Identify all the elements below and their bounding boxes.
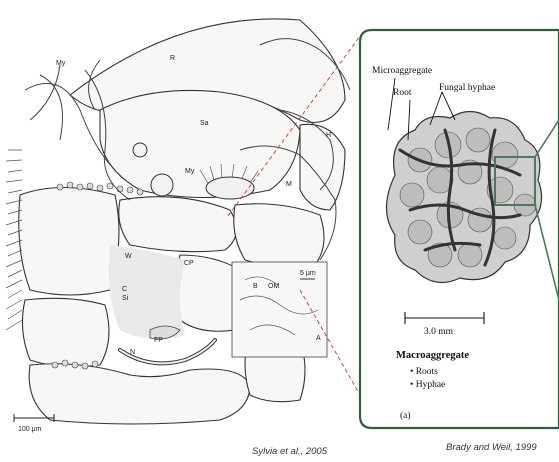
label-r: R: [170, 55, 175, 62]
label-my-top: My: [56, 60, 66, 67]
aggregate: [118, 196, 237, 253]
hypha: [259, 38, 351, 191]
label-fungal-hyphae: Fungal hyphae: [439, 83, 495, 93]
aggregate: [299, 123, 346, 211]
panel-letter: (a): [400, 410, 411, 421]
pointer-fungal-hyphae: [429, 91, 456, 126]
aggregate: [21, 297, 110, 368]
label-sa: Sa: [200, 120, 209, 127]
hyphae-inset-box: [494, 156, 536, 206]
label-inset-scale: 5 μm: [300, 270, 316, 277]
label-fp: FP: [154, 337, 163, 344]
aggregate: [99, 89, 301, 199]
label-macroaggregate: Macroaggregate: [396, 350, 469, 361]
microbe-chain: [51, 181, 144, 370]
scale-bar-3mm: 3.0 mm: [404, 312, 485, 337]
credit-brady-weil: Brady and Weil, 1999: [446, 442, 537, 453]
leader-line-lower: [299, 289, 361, 396]
scale-bar-100um: 100 μm: [13, 414, 55, 433]
bullet-hyphae: • Hyphae: [410, 380, 445, 390]
label-microaggregate: Microaggregate: [372, 66, 432, 76]
credit-sylvia: Sylvia et al., 2005: [252, 446, 327, 457]
hypha: [239, 145, 337, 261]
pointer-microaggregate: [387, 77, 396, 131]
mite: [199, 163, 259, 200]
hypha: [24, 69, 131, 201]
spore: [150, 173, 174, 197]
label-cp: CP: [184, 260, 194, 267]
label-si: Si: [122, 295, 129, 302]
label-w: W: [125, 253, 132, 260]
leader-line-upper: [227, 35, 361, 217]
label-n: N: [130, 349, 135, 356]
aggregate: [233, 203, 325, 268]
bullet-roots: • Roots: [410, 367, 438, 377]
inset-bacteria: [239, 276, 319, 336]
pore-space: [108, 245, 185, 339]
aggregate: [18, 186, 120, 296]
fecal-pellet: [149, 325, 181, 340]
label-a: A: [316, 335, 321, 342]
hypha: [29, 59, 101, 121]
pointer-root: [407, 99, 411, 141]
label-my-mid: My: [185, 168, 195, 175]
label-root: Root: [393, 88, 412, 98]
root-hairs: [5, 149, 23, 331]
soil-microstructure-drawing: My R Sa My M H W C Si CP B OM FP N A 5 μ…: [5, 18, 351, 433]
root-strands: [398, 128, 522, 267]
aggregate: [28, 363, 251, 425]
label-c: C: [122, 286, 127, 293]
macroaggregate-panel: Microaggregate Root Fungal hyphae 3.0 mm…: [358, 28, 559, 430]
svg-text:3.0 mm: 3.0 mm: [424, 327, 454, 337]
label-m: M: [286, 181, 292, 188]
svg-text:100 μm: 100 μm: [18, 426, 42, 433]
label-om: OM: [268, 283, 279, 290]
label-b: B: [253, 283, 258, 290]
spore: [132, 142, 148, 158]
label-h: H: [326, 132, 331, 139]
